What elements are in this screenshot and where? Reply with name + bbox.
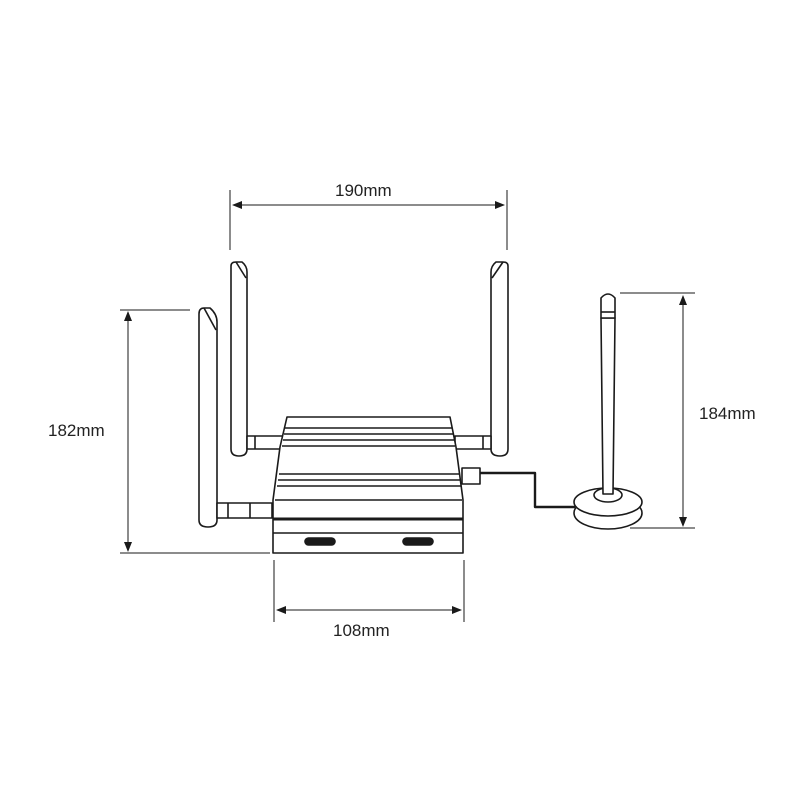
magnetic-antenna bbox=[573, 293, 643, 530]
antenna-back-right bbox=[454, 261, 509, 457]
router-body bbox=[272, 416, 481, 554]
antenna-cable bbox=[480, 471, 575, 509]
dimension-label-width-bottom: 108mm bbox=[333, 621, 390, 640]
dimension-label-height-right: 184mm bbox=[699, 404, 756, 423]
antenna-back-left bbox=[230, 261, 284, 457]
dimension-extension-lines bbox=[120, 190, 695, 622]
dimension-label-width-top: 190mm bbox=[335, 181, 392, 200]
antenna-front-left bbox=[198, 307, 273, 528]
dimension-label-height-left: 182mm bbox=[48, 421, 105, 440]
